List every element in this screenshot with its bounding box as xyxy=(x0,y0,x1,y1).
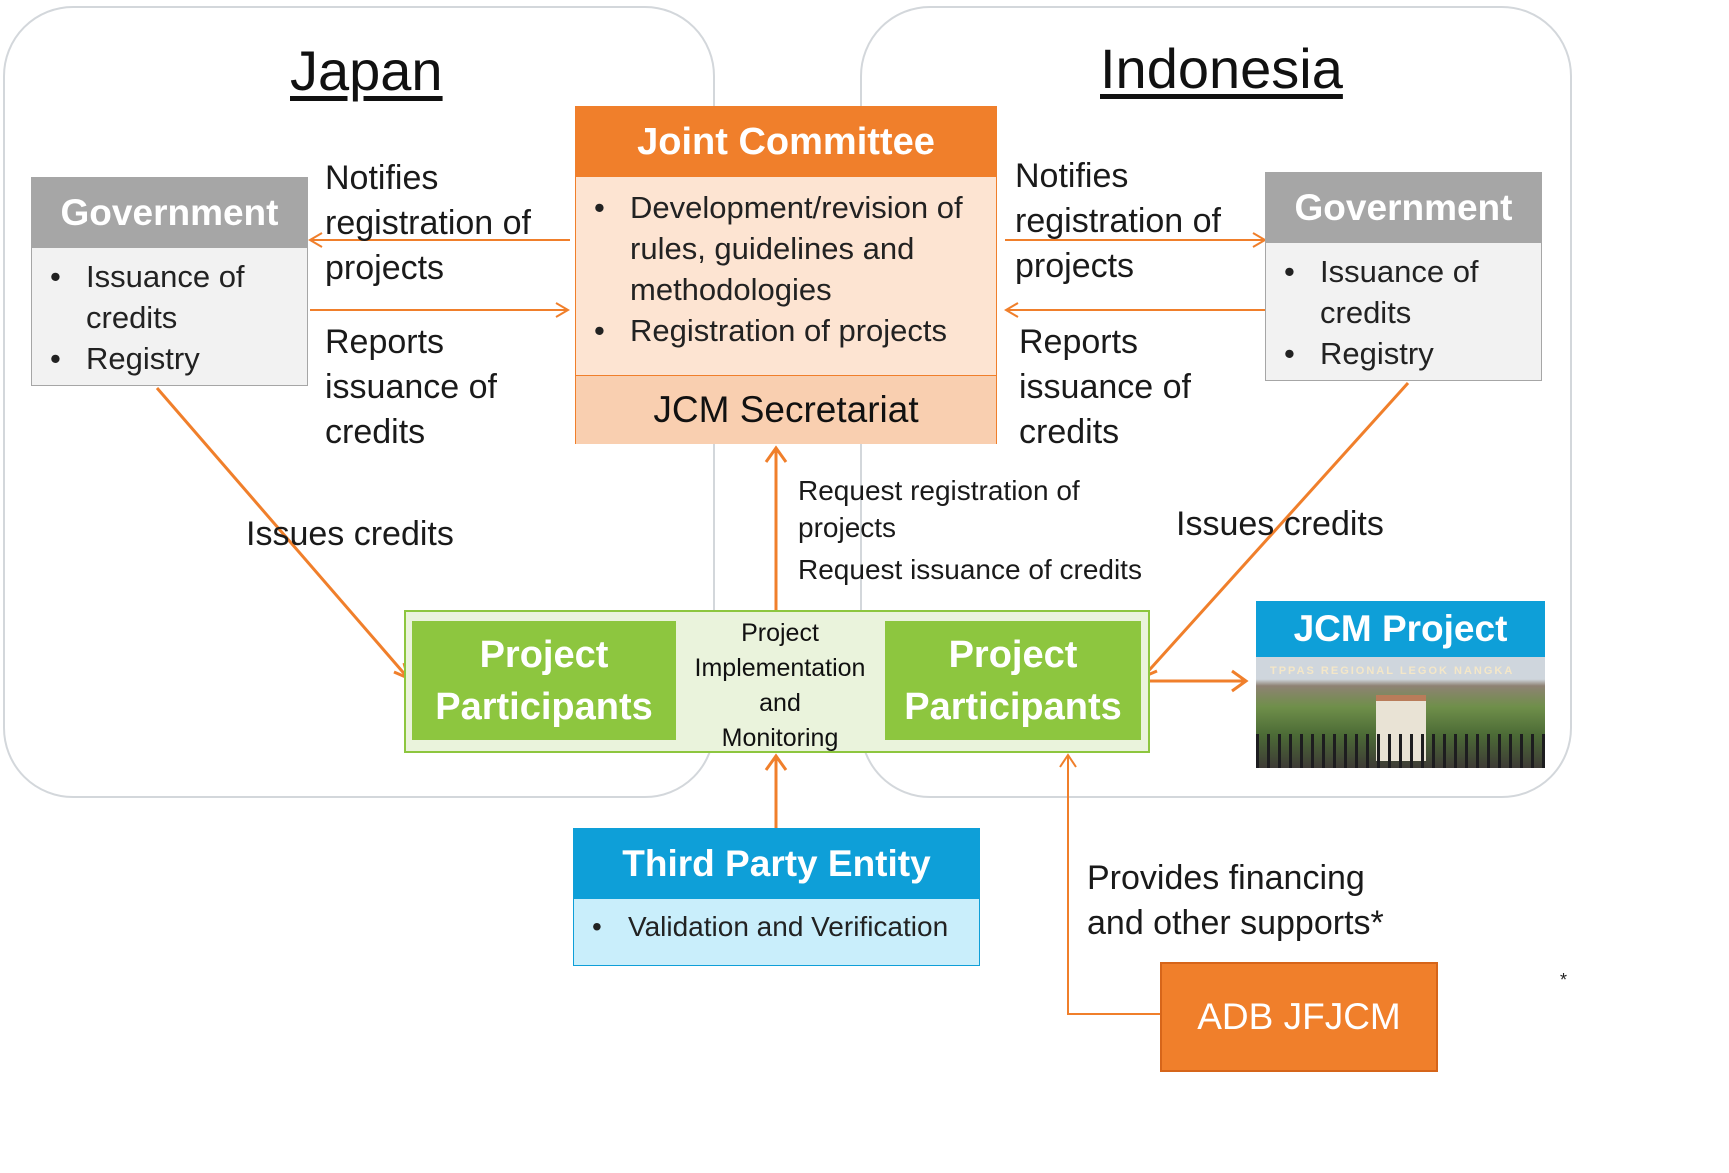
jcm-project-title: JCM Project xyxy=(1256,601,1545,657)
photo-fence xyxy=(1256,734,1545,768)
request-registration-label: Request registration of projects xyxy=(798,475,1080,543)
indonesia-title: Indonesia xyxy=(1100,37,1343,100)
joint-committee-item: Development/revision of rules, guideline… xyxy=(576,187,984,310)
government-japan-item: Registry xyxy=(32,338,307,379)
issues-credits-label-right: Issues credits xyxy=(1176,505,1384,543)
jcm-project-photo: TPPAS REGIONAL LEGOK NANGKA xyxy=(1256,657,1545,768)
request-issuance-label: Request issuance of credits xyxy=(798,554,1142,585)
government-indonesia-list: Issuance of credits Registry xyxy=(1266,243,1541,374)
government-indonesia-item: Issuance of credits xyxy=(1266,251,1541,333)
third-party-entity-title: Third Party Entity xyxy=(574,829,979,899)
issues-credits-label-left: Issues credits xyxy=(246,515,454,553)
government-indonesia-box: Government Issuance of credits Registry xyxy=(1265,172,1542,381)
footnote-mark: * xyxy=(1560,970,1568,990)
reports-label-left: Reports issuance of credits xyxy=(325,323,497,451)
photo-sign: TPPAS REGIONAL LEGOK NANGKA xyxy=(1270,665,1515,677)
project-participants-container: Project Participants Project Implementat… xyxy=(404,610,1150,753)
notifies-label-right: Notifies registration of projects xyxy=(1015,157,1221,285)
adb-jfjcm-box: ADB JFJCM xyxy=(1160,962,1438,1072)
jcm-project-box: JCM Project TPPAS REGIONAL LEGOK NANGKA xyxy=(1256,601,1545,768)
government-japan-item: Issuance of credits xyxy=(32,256,307,338)
third-party-entity-box: Third Party Entity Validation and Verifi… xyxy=(573,828,980,966)
notifies-label-left: Notifies registration of projects xyxy=(325,159,531,287)
government-indonesia-item: Registry xyxy=(1266,333,1541,374)
joint-committee-item: Registration of projects xyxy=(576,310,984,351)
japan-title: Japan xyxy=(290,39,443,102)
government-indonesia-title: Government xyxy=(1266,173,1541,243)
project-participants-left: Project Participants xyxy=(412,621,676,740)
government-japan-box: Government Issuance of credits Registry xyxy=(31,177,308,386)
project-implementation-label: Project Implementation and Monitoring xyxy=(694,619,866,752)
joint-committee-title: Joint Committee xyxy=(576,107,996,177)
provides-financing-label: Provides financing and other supports* xyxy=(1087,859,1384,942)
third-party-entity-item: Validation and Verification xyxy=(574,907,979,947)
joint-committee-list: Development/revision of rules, guideline… xyxy=(576,177,996,351)
government-japan-list: Issuance of credits Registry xyxy=(32,248,307,379)
third-party-entity-list: Validation and Verification xyxy=(574,899,979,947)
project-participants-right: Project Participants xyxy=(885,621,1141,740)
government-japan-title: Government xyxy=(32,178,307,248)
jcm-secretariat: JCM Secretariat xyxy=(576,375,996,444)
reports-label-right: Reports issuance of credits xyxy=(1019,323,1191,451)
joint-committee-box: Joint Committee Development/revision of … xyxy=(575,106,997,444)
